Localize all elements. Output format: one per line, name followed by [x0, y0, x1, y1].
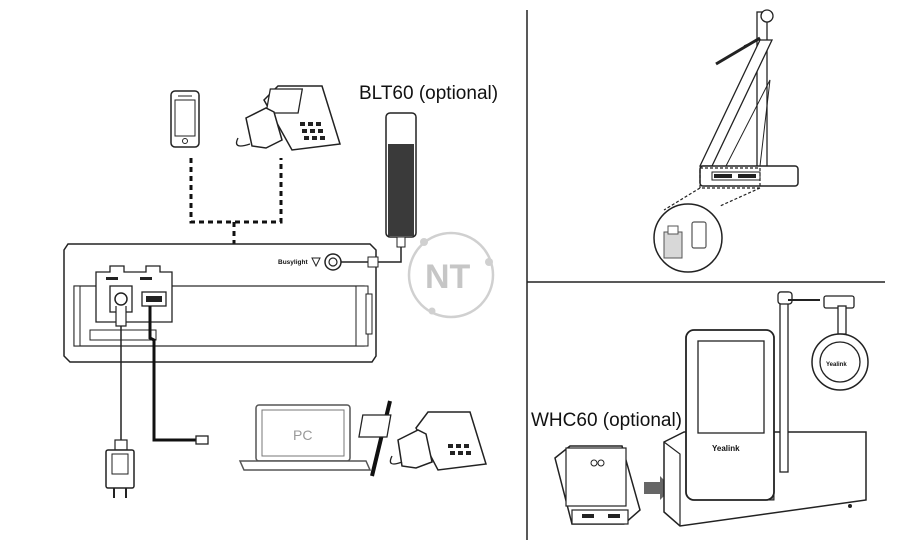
watermark-text: NT	[425, 258, 471, 296]
base-with-headset: Yealink Yealink	[663, 291, 869, 527]
power-adapter	[105, 306, 135, 498]
whc60-label: WHC60 (optional)	[531, 410, 682, 431]
blt60-busylight	[378, 112, 417, 263]
whc60-charger	[554, 445, 641, 525]
headset-brand-label: Yealink	[826, 362, 847, 368]
mobile-phone-icon	[170, 90, 200, 148]
brand-label: Yealink	[712, 444, 740, 453]
blt60-label: BLT60 (optional)	[359, 83, 498, 104]
usb-cable	[148, 306, 209, 445]
busylight-port-label: Busylight	[278, 259, 308, 266]
laptop-pc-icon: PC	[238, 404, 372, 471]
or-divider	[370, 400, 392, 477]
base-side-view	[653, 9, 799, 273]
pc-label: PC	[293, 427, 312, 443]
desk-phone-bottom-icon	[358, 411, 487, 471]
base-station: Busylight	[63, 243, 379, 363]
desk-phone-icon	[235, 85, 341, 151]
watermark-logo: NT	[407, 231, 495, 319]
